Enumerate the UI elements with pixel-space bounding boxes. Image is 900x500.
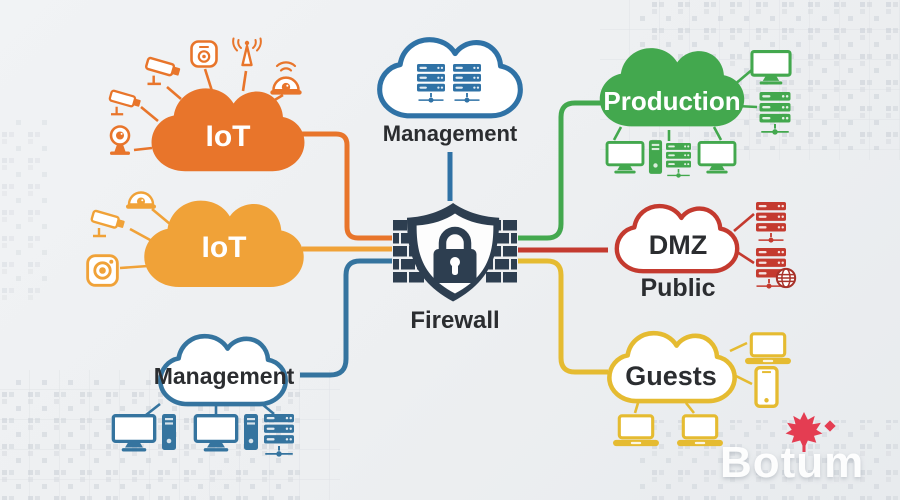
zone-management-local: Management (111, 336, 295, 457)
zone-iot-mid: IoT (86, 191, 304, 288)
link-management-local-firewall (300, 258, 392, 378)
device-links (119, 208, 171, 270)
firewall-label: Firewall (410, 307, 499, 334)
firewall: Firewall (393, 203, 517, 334)
management-cloud-label: Management (383, 121, 518, 146)
computer-tower-icon (244, 414, 258, 450)
shield-lock-icon (407, 203, 500, 302)
radio-antenna-icon (231, 37, 263, 67)
photo-camera-icon (86, 254, 119, 287)
zone-iot-top: IoT (108, 37, 304, 172)
wifi-waves-icon (275, 61, 297, 72)
server-icon (666, 143, 691, 168)
network-connector-icon (666, 169, 691, 178)
management-local-label: Management (154, 363, 295, 389)
server-icon (756, 202, 786, 232)
network-connector-icon (757, 233, 785, 243)
link-production-firewall (518, 100, 606, 241)
dome-camera-icon (125, 191, 157, 210)
server-icon (417, 64, 445, 92)
zone-management-cloud: Management (380, 40, 521, 146)
laptop-icon (744, 332, 792, 366)
computer-tower-icon (162, 414, 176, 450)
laptop-icon (676, 414, 724, 448)
globe-icon (775, 267, 797, 289)
zone-links (300, 100, 608, 378)
server-icon (759, 92, 791, 123)
iot-top-label: IoT (206, 120, 251, 153)
cctv-camera-icon (108, 89, 143, 116)
computer-tower-icon (648, 140, 663, 174)
zone-dmz: DMZ Public (617, 202, 797, 302)
server-icon (453, 64, 481, 92)
server-icon (264, 414, 294, 444)
smart-speaker-icon (190, 40, 218, 68)
production-label: Production (603, 86, 740, 116)
zone-production: Production (600, 48, 792, 178)
laptop-icon (612, 414, 660, 448)
cloud-management-top (380, 40, 521, 116)
monitor-icon (605, 141, 645, 174)
iot-mid-label: IoT (202, 231, 247, 264)
link-iot-top-firewall (300, 131, 392, 241)
cctv-camera-icon (90, 209, 127, 238)
zone-guests: Guests (609, 332, 792, 448)
guests-label: Guests (625, 361, 717, 391)
cctv-camera-icon (144, 56, 183, 86)
dome-camera-icon (269, 76, 303, 96)
monitor-icon (697, 141, 737, 174)
smartphone-icon (754, 366, 779, 408)
link-guests-firewall (518, 258, 608, 375)
webcam-icon (108, 125, 132, 156)
dmz-label: DMZ (649, 230, 707, 260)
dmz-sublabel: Public (640, 274, 715, 302)
